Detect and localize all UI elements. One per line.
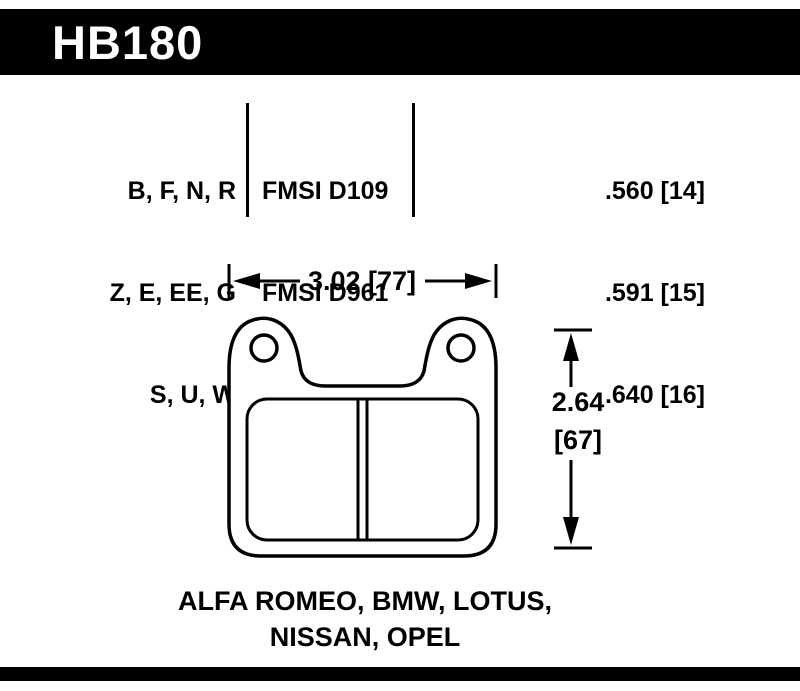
- applications-line-1: ALFA ROMEO, BMW, LOTUS,: [178, 586, 552, 616]
- thickness-row-1: .560 [14]: [604, 177, 705, 205]
- table-divider-left: [246, 103, 249, 217]
- header-bar: HB180: [0, 9, 800, 75]
- fmsi-row-1: FMSI D109: [262, 177, 389, 205]
- vehicle-applications: ALFA ROMEO, BMW, LOTUS, NISSAN, OPEL: [0, 583, 730, 655]
- width-dimension-label: 3.02 [77]: [308, 266, 416, 296]
- compound-row-2: Z, E, EE, G: [109, 279, 236, 307]
- height-dimension-label-in: 2.64: [552, 387, 605, 417]
- height-dim-top-arrowhead: [563, 333, 579, 361]
- part-number: HB180: [52, 15, 204, 69]
- footer-bar: [0, 667, 800, 681]
- pad-thickness-column: .560 [14] .591 [15] .640 [16]: [480, 106, 705, 480]
- height-dimension-label-mm: [67]: [554, 425, 602, 455]
- mounting-hole-right: [446, 333, 476, 363]
- fmsi-column: FMSI D109 FMSI D961: [262, 106, 412, 378]
- brake-pad-outline: [227, 316, 498, 558]
- compound-codes-column: B, F, N, R Z, E, EE, G S, U, W: [36, 106, 236, 480]
- friction-material-outline: [245, 397, 480, 542]
- applications-line-2: NISSAN, OPEL: [269, 622, 461, 652]
- height-dim-bottom-arrowhead: [563, 517, 579, 545]
- thickness-row-3: .640 [16]: [604, 381, 705, 409]
- thickness-row-2: .591 [15]: [604, 279, 705, 307]
- width-dim-left-arrowhead: [233, 273, 260, 289]
- width-dim-right-arrowhead: [465, 273, 492, 289]
- fmsi-row-2: FMSI D961: [262, 279, 389, 307]
- compound-row-1: B, F, N, R: [127, 177, 236, 205]
- table-divider-right: [412, 103, 415, 217]
- mounting-hole-left: [249, 333, 279, 363]
